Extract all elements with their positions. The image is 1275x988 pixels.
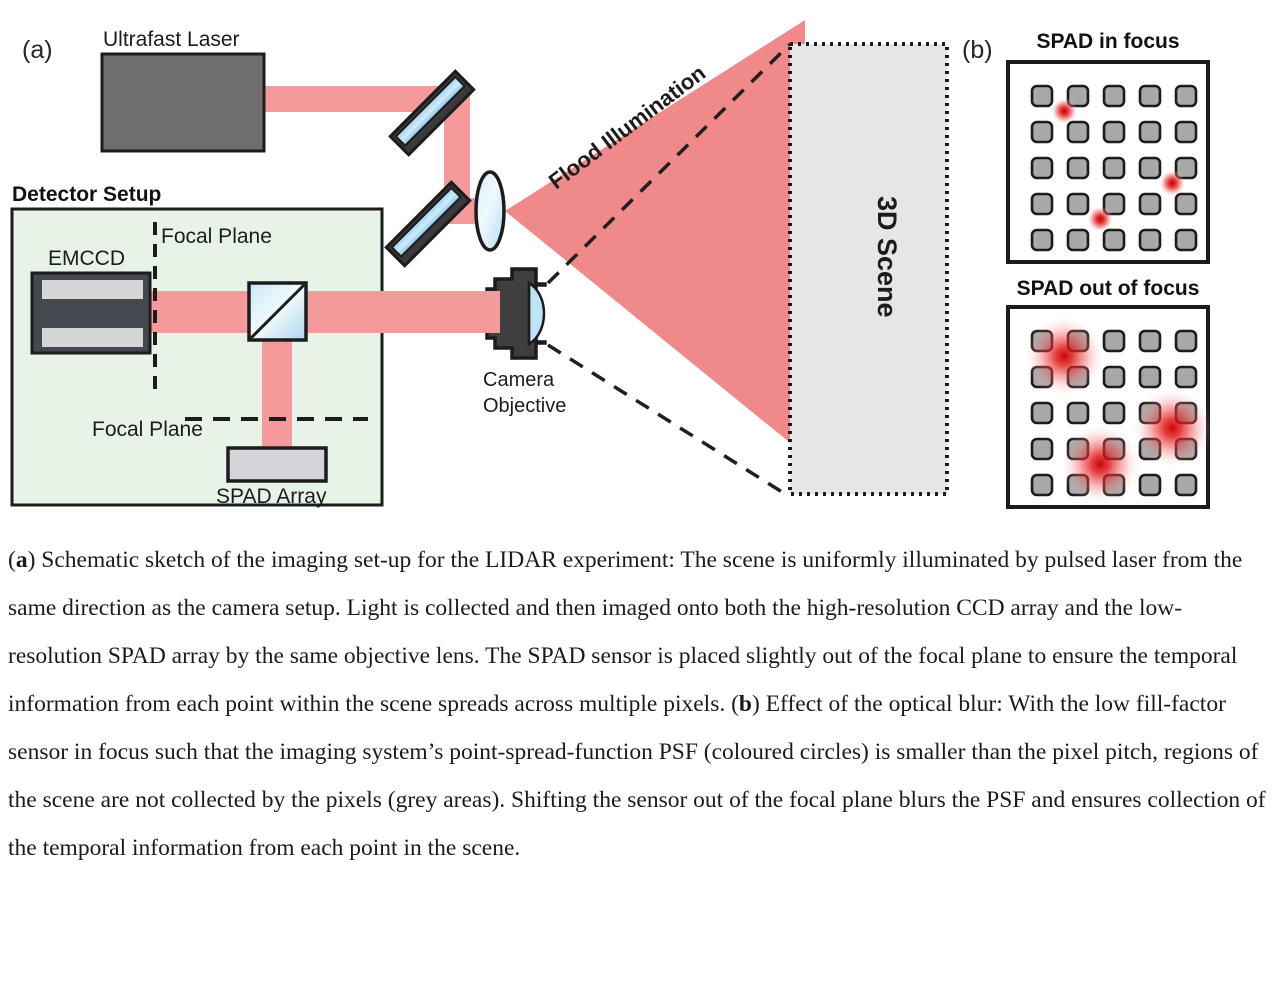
psf-spot (1060, 424, 1141, 505)
spad-array-label: SPAD Array (216, 485, 327, 508)
mirror-upper (388, 69, 476, 157)
spad-pixel (1102, 365, 1126, 389)
panel-b-label: (b) (962, 36, 993, 64)
spad-pixel (1138, 473, 1162, 497)
ultrafast-laser-label: Ultrafast Laser (103, 28, 240, 51)
camera-objective-label-line1: Camera (483, 369, 555, 391)
camera-objective-label-line2: Objective (483, 395, 566, 417)
spad-pixel (1138, 84, 1162, 108)
psf-spot (1159, 170, 1186, 197)
spad-pixel (1066, 84, 1090, 108)
spad-pixel (1066, 401, 1090, 425)
focal-plane-label-vertical: Focal Plane (161, 225, 272, 248)
psf-spot (1051, 98, 1078, 125)
scene-label: 3D Scene (872, 196, 902, 318)
psf-spot (1132, 388, 1213, 469)
panel-a-label: (a) (22, 36, 53, 64)
psf-spot (1087, 206, 1114, 233)
spad-pixel (1102, 329, 1126, 353)
beamsplitter-cube (247, 281, 308, 342)
spad-pixel (1030, 473, 1054, 497)
spad-pixel (1030, 437, 1054, 461)
figure-caption: (a) Schematic sketch of the imaging set-… (8, 547, 1266, 861)
emccd-detector (30, 271, 152, 355)
spad-pixel (1030, 156, 1054, 180)
spad-pixel (1174, 473, 1198, 497)
spad-pixel (1066, 120, 1090, 144)
detector-setup-label: Detector Setup (12, 183, 161, 206)
spad-pixel (1102, 84, 1126, 108)
spad-pixel (1138, 228, 1162, 252)
focal-plane-label-horizontal: Focal Plane (92, 418, 203, 441)
spad-pixel (1138, 156, 1162, 180)
figure-diagram: (a) Ultrafast Laser Flood Illumination (10, 20, 1213, 509)
emccd-label: EMCCD (48, 247, 125, 270)
spad-pixel (1030, 228, 1054, 252)
spad-in-focus-pixel-grid (1030, 84, 1198, 252)
spad-pixel (1102, 192, 1126, 216)
spad-pixel (1030, 192, 1054, 216)
spad-pixel (1174, 156, 1198, 180)
spad-pixel (1030, 401, 1054, 425)
spad-pixel (1138, 365, 1162, 389)
spad-pixel (1066, 192, 1090, 216)
spad-pixel (1030, 120, 1054, 144)
spad-pixel (1066, 156, 1090, 180)
spad-in-focus-psf-spots (1051, 98, 1186, 233)
spad-pixel (1174, 192, 1198, 216)
spad-out-of-focus-psf-spots (1024, 316, 1213, 505)
spad-array-box (226, 446, 328, 483)
spad-pixel (1174, 84, 1198, 108)
camera-objective (485, 267, 547, 360)
spad-pixel (1138, 120, 1162, 144)
spad-pixel (1102, 228, 1126, 252)
spad-pixel (1102, 120, 1126, 144)
ultrafast-laser-body (100, 52, 266, 153)
spad-pixel (1174, 365, 1198, 389)
spad-pixel (1138, 192, 1162, 216)
spad-pixel (1138, 329, 1162, 353)
spad-pixel (1174, 228, 1198, 252)
fov-line-upper (546, 42, 792, 285)
illumination-lens (474, 170, 506, 252)
spad-pixel (1066, 228, 1090, 252)
spad-pixel (1102, 156, 1126, 180)
spad-out-of-focus-title: SPAD out of focus (1017, 277, 1200, 300)
spad-in-focus-title: SPAD in focus (1036, 30, 1179, 53)
spad-pixel (1174, 329, 1198, 353)
psf-spot (1024, 316, 1105, 397)
spad-pixel (1102, 401, 1126, 425)
scene-box (788, 42, 949, 496)
fov-line-lower (547, 343, 791, 499)
spad-pixel (1174, 120, 1198, 144)
flood-illumination-cone (505, 20, 805, 455)
spad-pixel (1030, 84, 1054, 108)
mirror-lower (384, 180, 472, 268)
